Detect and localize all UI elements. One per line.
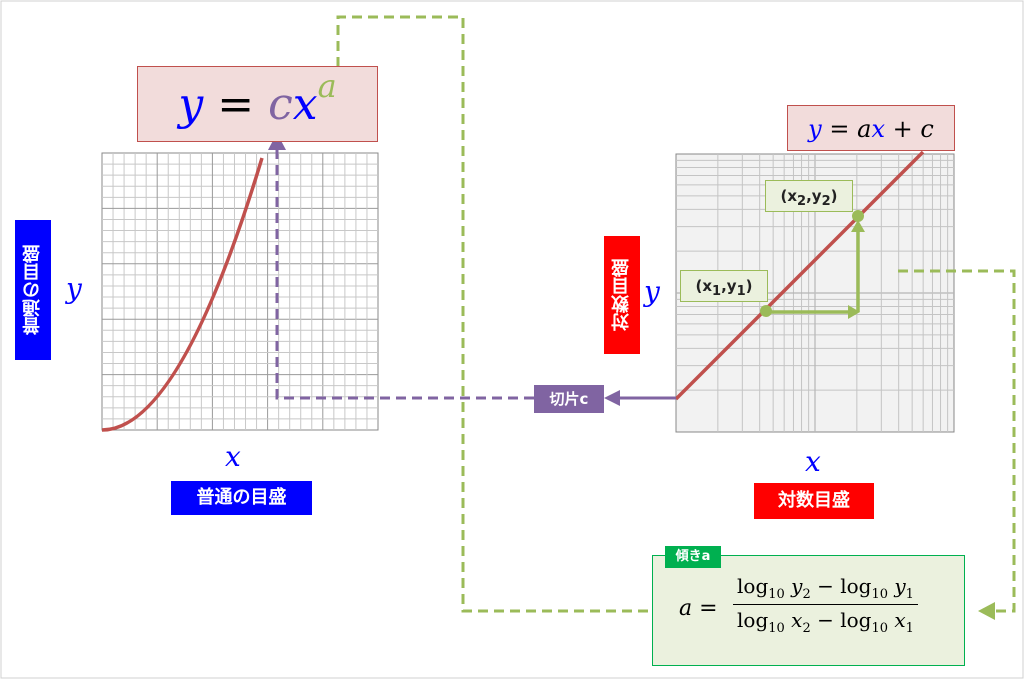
run-arrowhead [848, 305, 860, 319]
req-c: c [920, 115, 934, 143]
left-linear-grid [101, 152, 379, 431]
slope-arrowhead-left [978, 602, 995, 620]
formula-numerator: log10 y2 − log10 y1 [733, 574, 918, 605]
left-axis-x: x [225, 440, 241, 473]
left-scale-label-x: 普通の目盛 [171, 481, 312, 515]
right-scale-label-y: 対数目盛 [604, 236, 640, 354]
rise-arrowhead [851, 220, 865, 232]
log-log-line [674, 150, 925, 401]
formula-denominator: log10 x2 − log10 x1 [737, 608, 914, 636]
slope-tag: 傾きa [665, 546, 721, 568]
left-scale-label-y: 普通の目盛 [15, 220, 51, 360]
eq-equals: = [217, 79, 255, 130]
left-axis-y: y [66, 272, 82, 305]
right-axis-x: x [805, 445, 821, 478]
req-a: a [857, 115, 872, 143]
right-scale-label-x: 対数目盛 [754, 483, 874, 519]
eq-a: a [317, 67, 337, 105]
power-curve [101, 157, 264, 432]
intercept-dashed-path [275, 150, 534, 400]
intercept-arrowhead-left [604, 390, 620, 406]
linear-equation-box: y = ax + c [787, 105, 955, 151]
req-x: x [871, 115, 885, 143]
eq-c: c [268, 79, 293, 130]
slope-dashed-path [336, 15, 648, 613]
formula-lhs: a = [679, 596, 718, 621]
eq-x: x [292, 79, 318, 130]
power-equation-box: y = cxa [137, 66, 378, 142]
eq-y: y [178, 79, 204, 130]
req-equals: = [829, 115, 850, 143]
left-grid-bg [101, 152, 379, 431]
formula-fraction: log10 y2 − log10 y1 log10 x2 − log10 x1 [733, 574, 918, 636]
intercept-label: 切片c [534, 385, 604, 413]
slope-formula-box: 傾きa a = log10 y2 − log10 y1 log10 x2 − l… [652, 546, 965, 666]
req-y: y [808, 115, 822, 143]
slope-dashed-right [898, 269, 1016, 613]
point2-dot [852, 210, 864, 222]
point1-dot [760, 305, 772, 317]
point2-label: (x2,y2) [765, 180, 853, 212]
point1-label: (x1,y1) [680, 270, 768, 302]
right-axis-y: y [644, 275, 660, 308]
req-plus: + [892, 115, 913, 143]
